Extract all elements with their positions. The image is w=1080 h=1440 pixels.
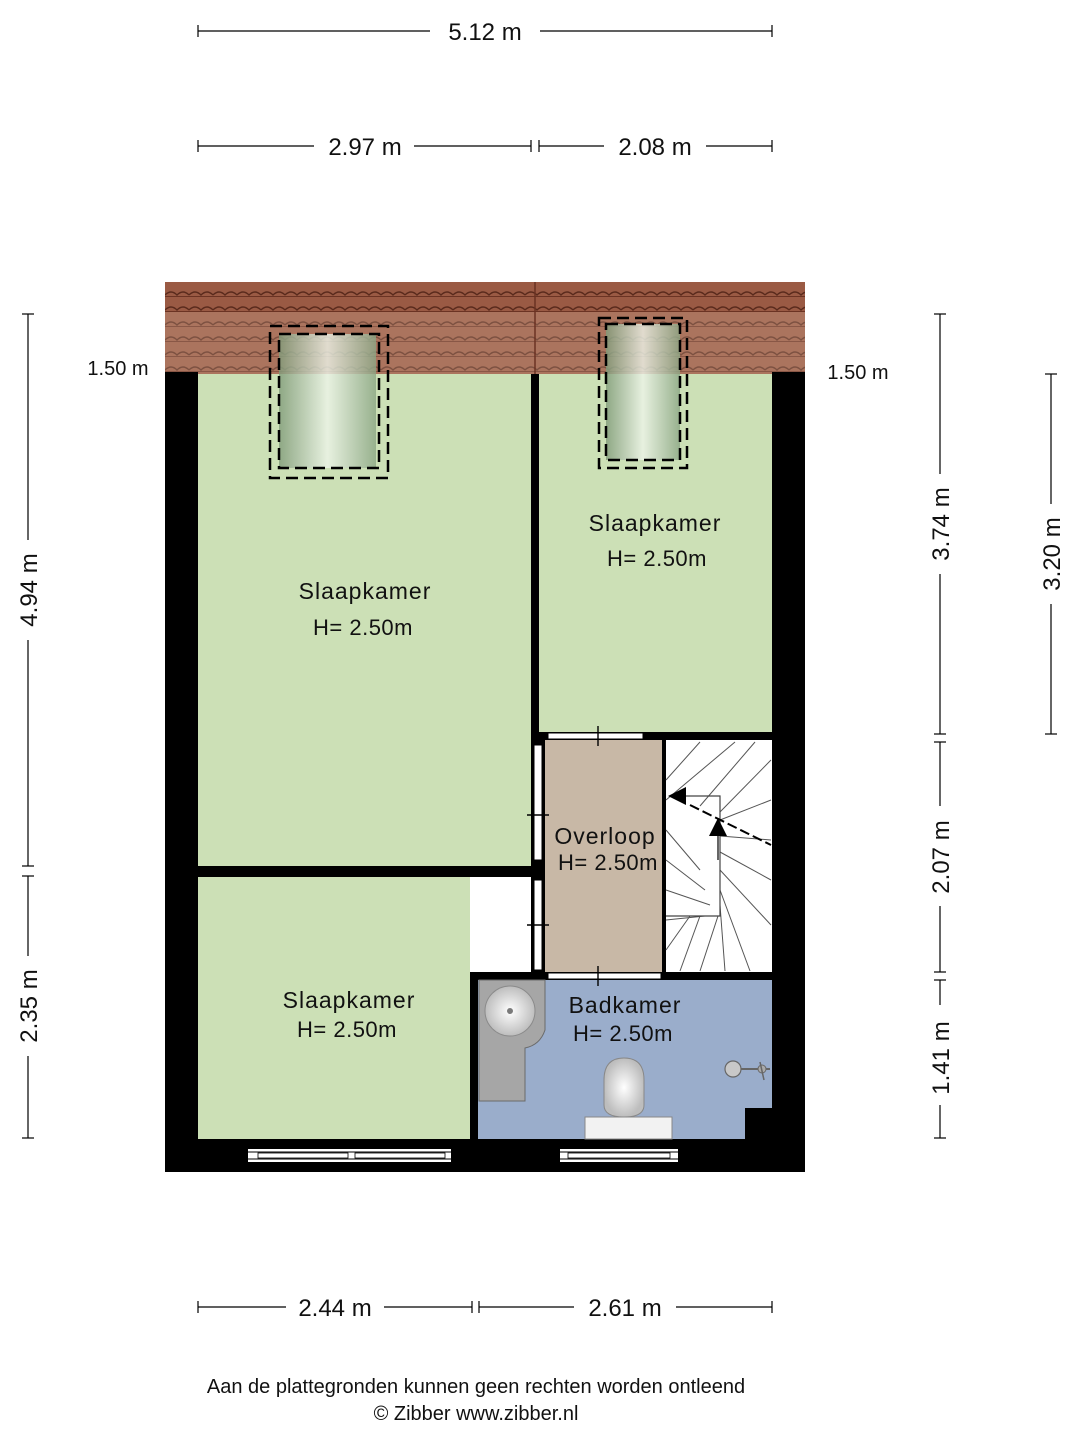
room-height: H= 2.50m (573, 1021, 673, 1046)
dimension-label: 2.44 m (298, 1295, 371, 1322)
room-name: Overloop (554, 823, 655, 849)
toilet-icon (584, 1057, 673, 1140)
room-floor-landing (545, 740, 665, 972)
room-height: H= 2.50m (558, 850, 658, 875)
door-bathroom[interactable] (547, 966, 662, 986)
skylight-right (597, 316, 689, 470)
wall-landing-top (539, 732, 772, 740)
room-name: Slaapkamer (299, 578, 432, 604)
stair-arrow-icon (668, 787, 686, 805)
dimension-top-left: 2.97 m (197, 134, 532, 161)
dimension-right-upper: 3.74 m (928, 313, 955, 735)
dimension-label: 3.74 m (928, 487, 955, 560)
dimension-label: 2.08 m (618, 134, 691, 161)
dimension-top-right: 2.08 m (538, 134, 773, 161)
room-height: H= 2.50m (313, 615, 413, 640)
window-bottom-left (248, 1149, 451, 1162)
dimension-label: 1.41 m (928, 1021, 955, 1094)
wall-bathroom-corner (745, 1108, 772, 1139)
door-bedroom-main[interactable] (527, 744, 549, 861)
room-name: Slaapkamer (283, 987, 416, 1013)
dimension-label: 4.94 m (16, 553, 43, 626)
dimension-label: 2.61 m (588, 1295, 661, 1322)
wall-right (772, 372, 805, 1172)
room-height: H= 2.50m (607, 546, 707, 571)
dimension-label: 2.35 m (16, 969, 43, 1042)
dimension-bottom-left: 2.44 m (197, 1295, 473, 1322)
eave-height-left: 1.50 m (87, 358, 148, 380)
dimension-left-upper: 4.94 m (16, 313, 43, 867)
staircase (665, 741, 772, 972)
dimension-bottom-right: 2.61 m (478, 1295, 773, 1322)
wall-bathroom-left (470, 972, 478, 1139)
sink-icon (478, 979, 546, 1102)
dimension-right-middle: 2.07 m (928, 741, 955, 973)
door-bedroom-right[interactable] (547, 726, 644, 746)
room-name: Badkamer (569, 992, 682, 1018)
footer-disclaimer: Aan de plattegronden kunnen geen rechten… (207, 1376, 745, 1398)
dimension-label: 2.07 m (928, 820, 955, 893)
window-bottom-right (560, 1149, 678, 1162)
stair-arrow-up-icon (709, 818, 727, 836)
dimension-top-total: 5.12 m (197, 19, 773, 46)
room-height: H= 2.50m (297, 1017, 397, 1042)
roof-tiles (165, 282, 805, 374)
shower-tap-icon (724, 1060, 770, 1081)
skylight-left (268, 324, 390, 480)
dimension-label: 3.20 m (1039, 517, 1066, 590)
dimension-far-right: 3.20 m (1039, 373, 1066, 735)
wall-stair-left (662, 740, 666, 972)
dimension-label: 2.97 m (328, 134, 401, 161)
wall-bedroom-horizontal (198, 866, 537, 877)
room-floor-bedroom-bottom (198, 877, 470, 1139)
wall-left (165, 372, 198, 1172)
eave-height-right: 1.50 m (827, 362, 888, 384)
footer-credit: © Zibber www.zibber.nl (374, 1403, 579, 1425)
wall-bedroom-divider (531, 374, 539, 742)
room-name: Slaapkamer (589, 510, 722, 536)
roof-slope-shade (165, 312, 805, 374)
dimension-label: 5.12 m (448, 19, 521, 46)
door-bedroom-bottom[interactable] (527, 879, 549, 971)
dimension-left-lower: 2.35 m (16, 875, 43, 1139)
dimension-right-lower: 1.41 m (928, 979, 955, 1139)
